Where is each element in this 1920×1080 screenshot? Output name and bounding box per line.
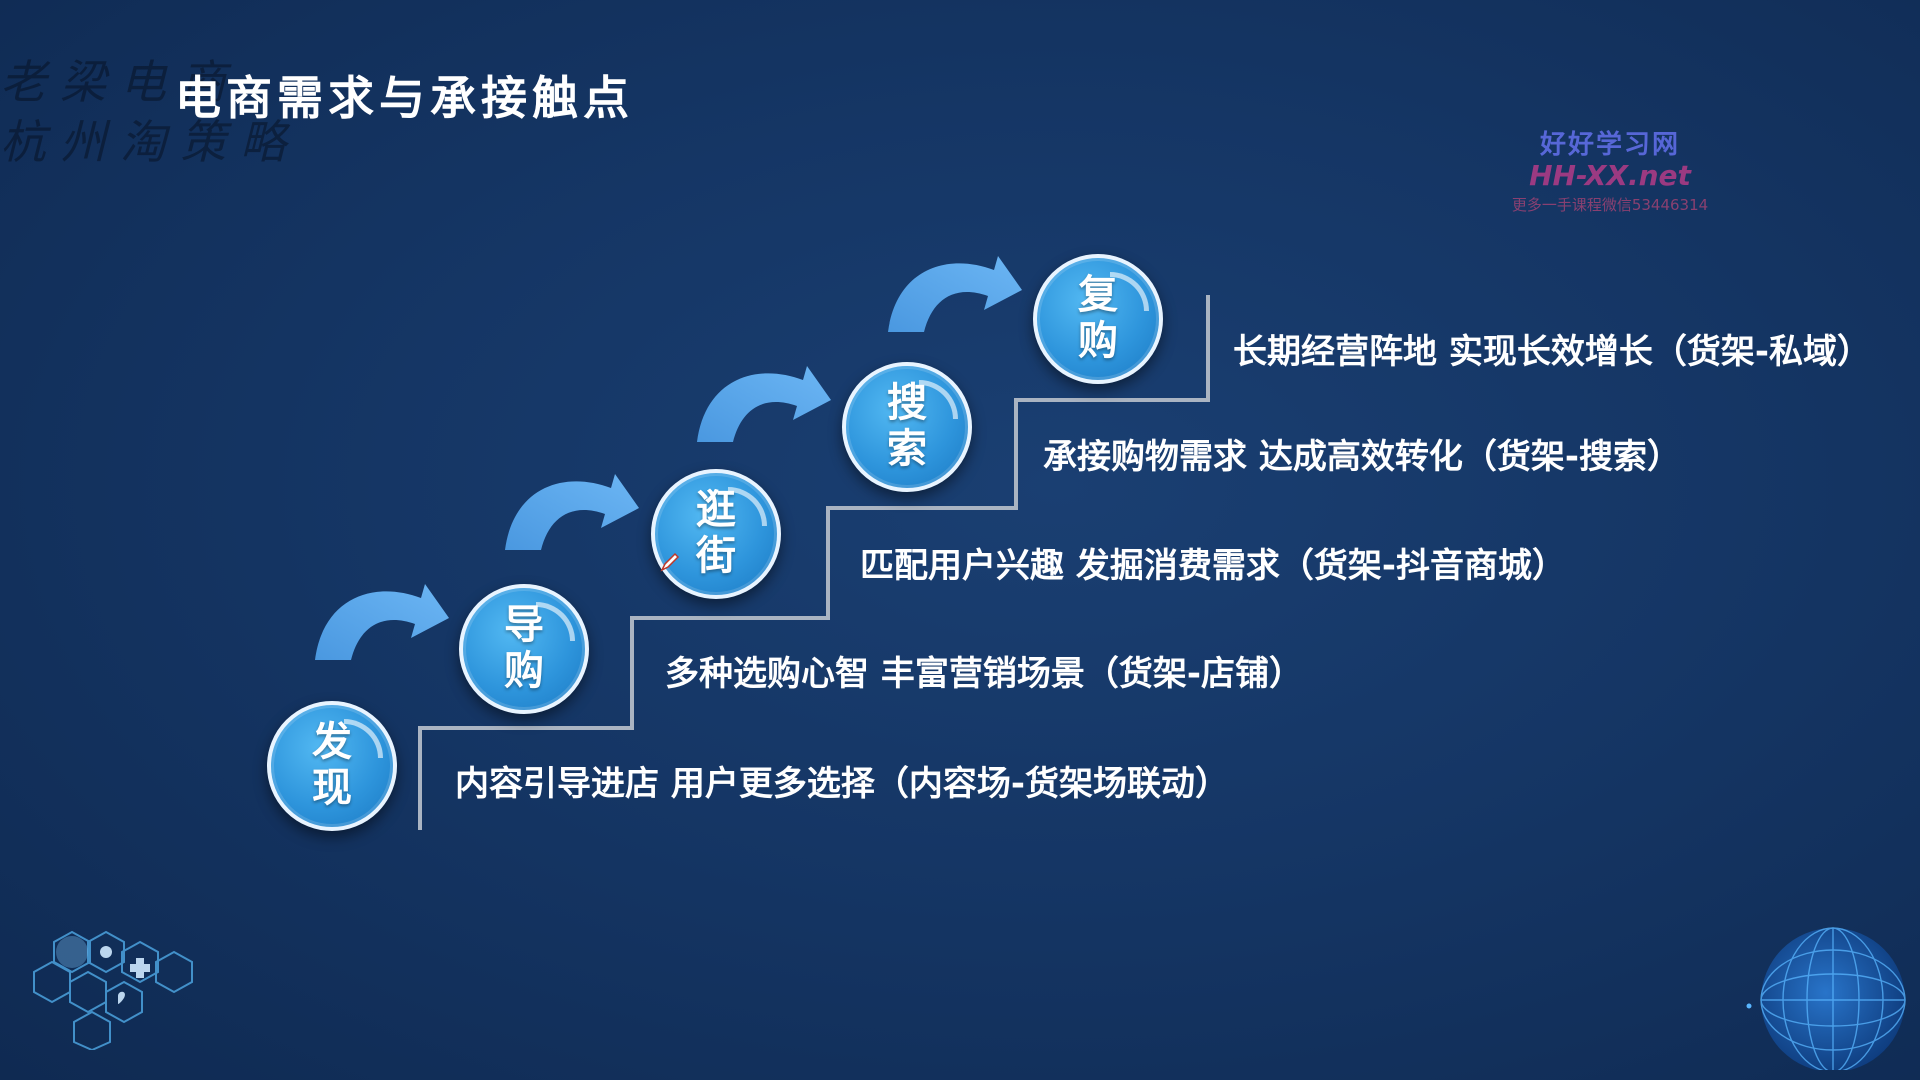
medical-hexagon-icons	[33, 930, 193, 1050]
step-circle-guide: 导 购	[459, 584, 589, 714]
watermark-line-2: 杭州淘策略	[0, 115, 300, 169]
step-circle-search: 搜 索	[842, 362, 972, 492]
curved-arrow-icon-4	[888, 256, 1022, 332]
curved-arrow-icon-3	[697, 366, 831, 442]
step-circle-browse: 逛 街	[651, 469, 781, 599]
watermark-site-name: 好好学习网	[1539, 130, 1680, 160]
step-label-search: 搜 索	[887, 380, 927, 472]
step-circle-repurchase: 复 购	[1033, 254, 1163, 384]
step-desc-guide: 多种选购心智 丰富营销场景（货架-店铺）	[665, 654, 1303, 694]
stair-outline	[418, 295, 1210, 830]
globe-icon	[1746, 927, 1906, 1070]
pen-cursor-icon	[660, 552, 680, 572]
watermark-line-1: 老梁电商	[0, 55, 240, 109]
curved-arrow-icon-2	[505, 474, 639, 550]
step-label-repurchase: 复 购	[1078, 272, 1118, 364]
step-desc-discover: 内容引导进店 用户更多选择（内容场-货架场联动）	[455, 764, 1229, 804]
step-label-discover: 发 现	[312, 719, 352, 811]
watermark-top-left: 老梁电商 杭州淘策略	[0, 52, 320, 172]
watermark-contact: 更多一手课程微信53446314	[1511, 196, 1709, 214]
curved-arrow-icon-1	[315, 584, 449, 660]
watermark-top-right: 好好学习网 HH-XX.net 更多一手课程微信53446314	[1480, 124, 1740, 215]
page-title: 电商需求与承接触点	[175, 71, 634, 125]
step-desc-repurchase: 长期经营阵地 实现长效增长（货架-私域）	[1233, 332, 1871, 372]
step-circle-discover: 发 现	[267, 701, 397, 831]
step-desc-browse: 匹配用户兴趣 发掘消费需求（货架-抖音商城）	[860, 546, 1566, 586]
watermark-site-url: HH-XX.net	[1529, 159, 1691, 192]
step-label-guide: 导 购	[504, 602, 544, 694]
step-desc-search: 承接购物需求 达成高效转化（货架-搜索）	[1043, 437, 1681, 477]
